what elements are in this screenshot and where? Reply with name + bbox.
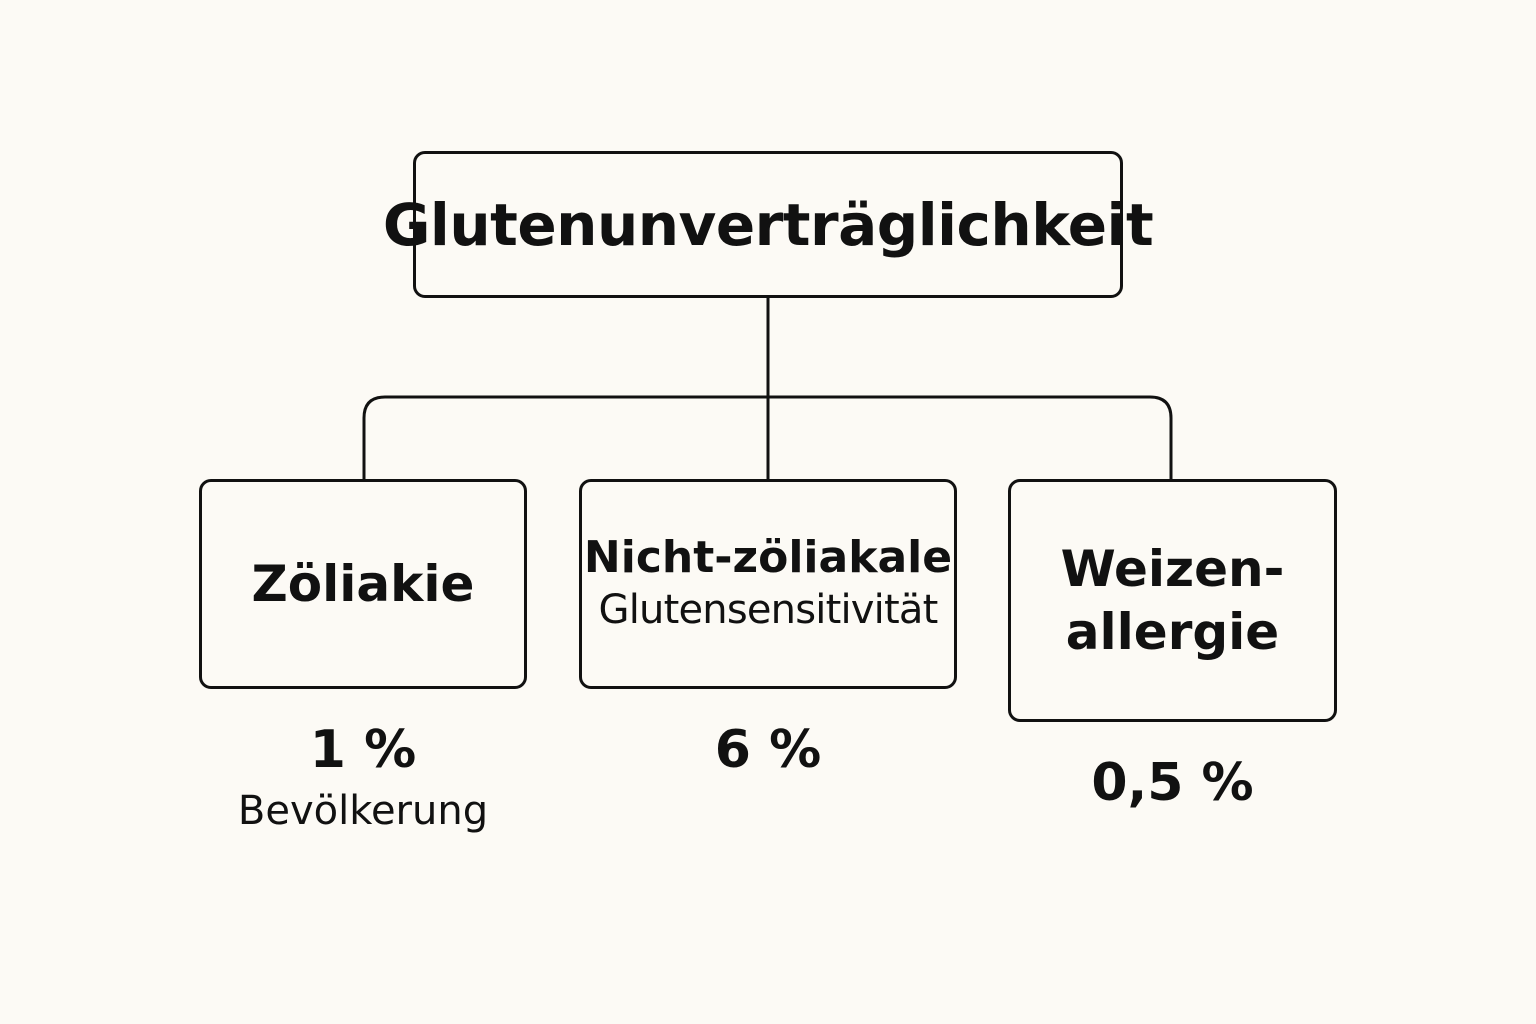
child-node-zoeliakie-box: Zöliakie	[199, 479, 527, 689]
stat-weizenallergie: 0,5 %	[1008, 753, 1337, 813]
root-node-box: Glutenunverträglichkeit	[383, 151, 1154, 298]
child-node-ncgs-box: Nicht-zöliakale Glutensensitivität	[579, 479, 957, 689]
stat-zoeliakie-value: 1 %	[309, 720, 417, 780]
stat-weizenallergie-value: 0,5 %	[1091, 753, 1254, 813]
stat-ncgs: 6 %	[579, 720, 957, 780]
child-node-zoeliakie-label: Zöliakie	[251, 554, 475, 613]
root-node-label: Glutenunverträglichkeit	[382, 190, 1154, 259]
stat-zoeliakie: 1 % Bevölkerung	[199, 720, 527, 835]
child-node-weizenallergie-box: Weizen- allergie	[1008, 479, 1337, 722]
child-node-weizenallergie-label-line2: allergie	[1065, 602, 1280, 661]
child-node-weizenallergie-label-line1: Weizen-	[1060, 540, 1285, 598]
child-node-ncgs-label-line1: Nicht-zöliakale	[583, 531, 953, 583]
stat-zoeliakie-note: Bevölkerung	[237, 788, 489, 835]
child-node-ncgs-label-line2: Glutensensitivität	[598, 587, 939, 634]
stat-ncgs-value: 6 %	[714, 720, 822, 780]
connector-branch-bar	[362, 395, 1173, 479]
